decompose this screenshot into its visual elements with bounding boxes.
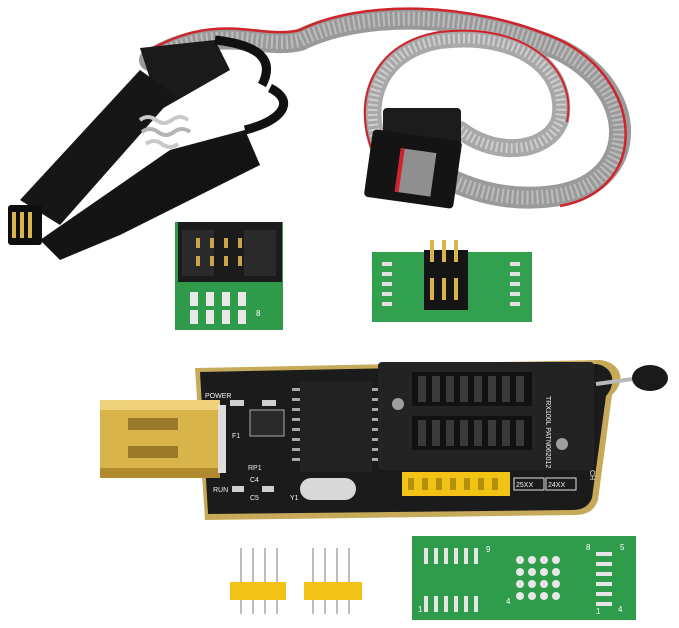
ribbon-cable — [139, 7, 631, 209]
label-c4: C4 — [250, 477, 259, 484]
adapter-label-8: 8 — [256, 309, 261, 318]
zif-socket: TRX100L PATN062012 — [378, 362, 594, 470]
adapter-label-1: 1 — [418, 605, 423, 614]
yellow-header — [402, 472, 510, 496]
adapter-label-5: 5 — [620, 543, 625, 552]
label-run: RUN — [213, 487, 228, 494]
label-y1: Y1 — [290, 495, 299, 502]
label-c5: C5 — [250, 495, 259, 502]
label-f1: F1 — [232, 433, 240, 440]
socket-text: TRX100L PATN062012 — [544, 396, 551, 468]
adapter-label-8b: 8 — [586, 543, 591, 552]
clip-spring — [138, 115, 192, 149]
label-ch: CH — [588, 470, 595, 480]
adapter-label-9: 9 — [486, 545, 491, 554]
adapter-label-1b: 1 — [596, 607, 601, 616]
adapter-board-soic — [372, 240, 532, 322]
adapter-board-bottom: 9 8 5 1 4 4 1 — [412, 536, 636, 620]
label-25xx: 25XX — [516, 482, 533, 489]
label-rp: RP1 — [248, 465, 262, 472]
idc-connector — [364, 108, 462, 209]
soic-test-clip — [8, 35, 289, 260]
adapter-label-4b: 4 — [618, 605, 623, 614]
label-24xx: 24XX — [548, 482, 565, 489]
programmer-board: TRX100L PATN062012 POWER RUN F1 C4 C5 Y1… — [100, 360, 668, 520]
adapter-label-4: 4 — [506, 597, 511, 606]
adapter-board-2x4: 8 — [175, 222, 283, 330]
zif-lever — [595, 365, 668, 391]
usb-plug — [100, 400, 226, 478]
label-power: POWER — [205, 393, 231, 400]
loose-pin-headers — [230, 548, 362, 614]
